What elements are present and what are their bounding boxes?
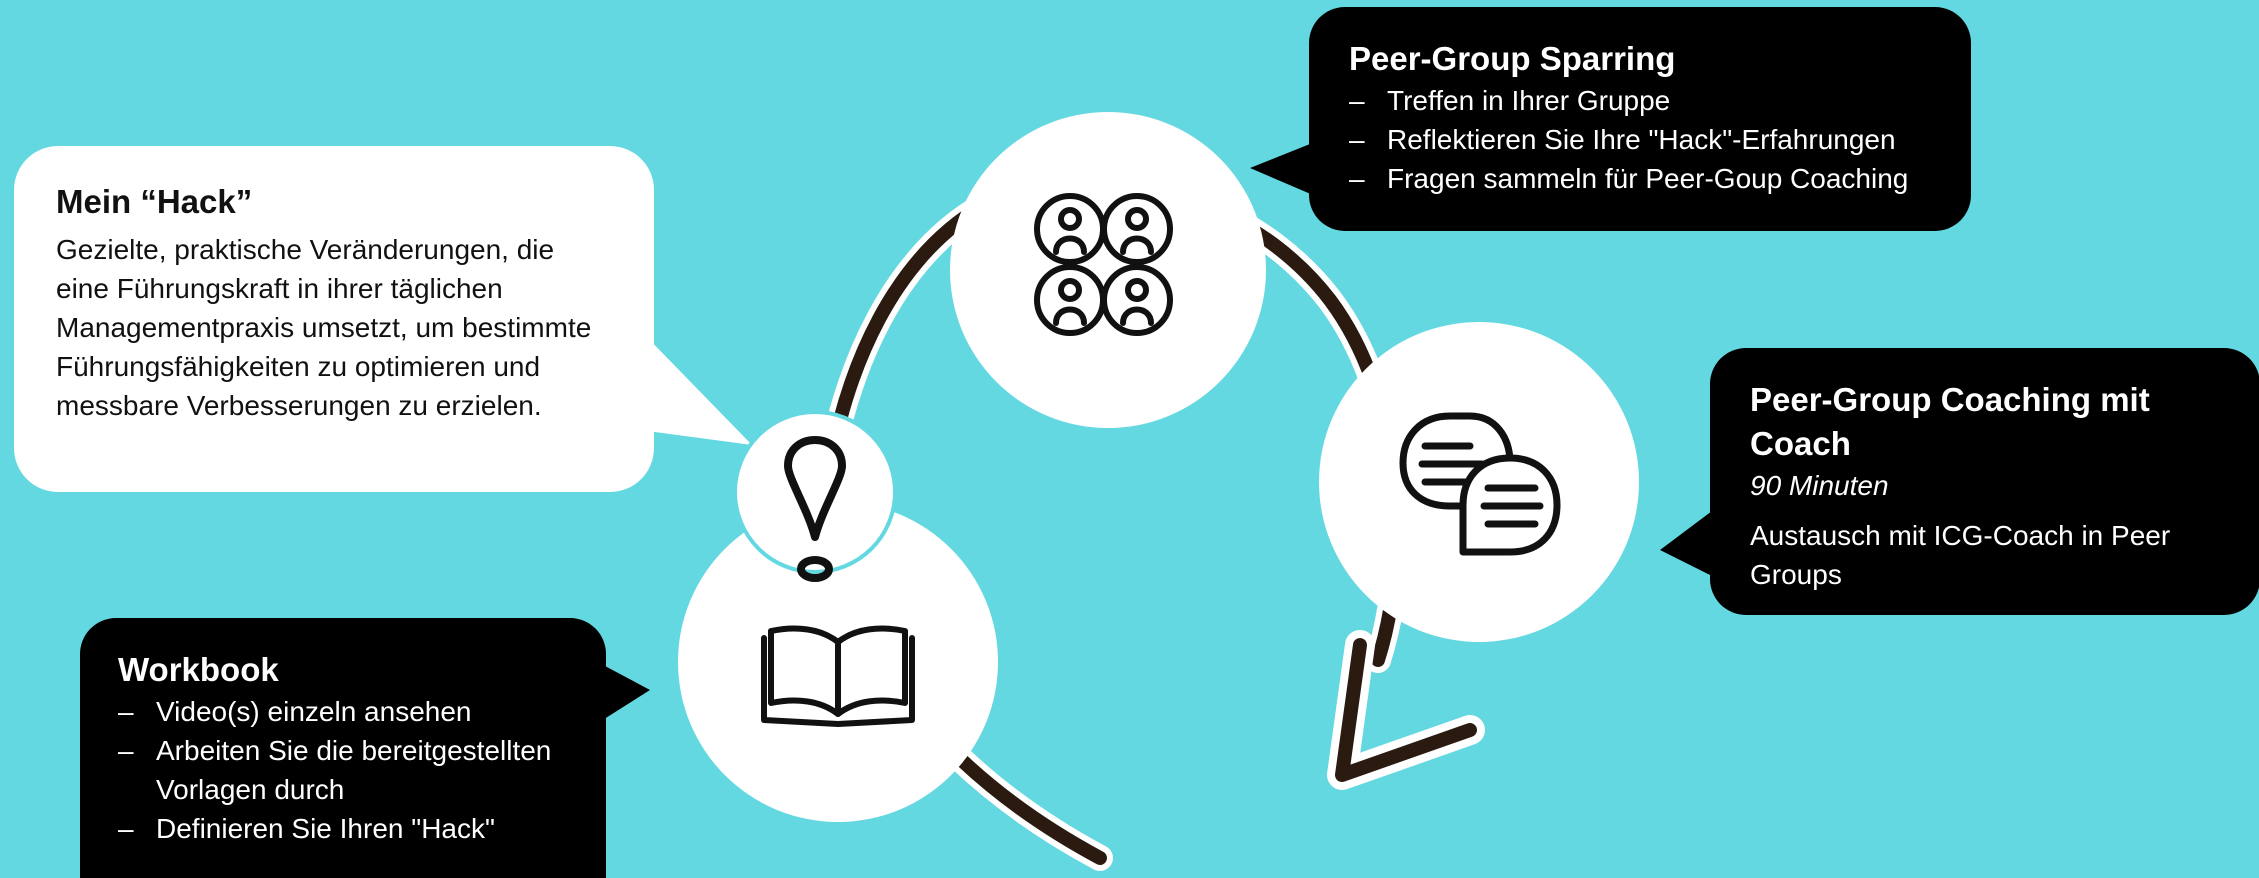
node-sparring [950, 112, 1266, 428]
coaching-callout-tail [1660, 505, 1720, 580]
sparring-callout: Peer-Group Sparring Treffen in Ihrer Gru… [1309, 7, 1971, 231]
list-item: Definieren Sie Ihren "Hack" [118, 809, 568, 848]
list-item: Reflektieren Sie Ihre "Hack"-Erfahrungen [1349, 120, 1931, 159]
arrowhead [1327, 630, 1485, 790]
group-people-icon [1034, 193, 1173, 336]
workbook-title: Workbook [118, 651, 279, 688]
node-workbook [678, 502, 998, 822]
workbook-list: Video(s) einzeln ansehen Arbeiten Sie di… [118, 692, 568, 848]
hack-callout: Mein “Hack” Gezielte, praktische Verände… [14, 146, 654, 492]
sparring-callout-tail [1250, 140, 1320, 198]
coaching-callout: Peer-Group Coaching mit Coach 90 Minuten… [1710, 348, 2259, 615]
list-item: Fragen sammeln für Peer-Goup Coaching [1349, 159, 1931, 198]
coaching-description: Austausch mit ICG-Coach in Peer Groups [1750, 520, 2171, 590]
node-coaching [1319, 322, 1639, 642]
node-hack [733, 410, 897, 582]
sparring-title: Peer-Group Sparring [1349, 40, 1676, 77]
list-item: Treffen in Ihrer Gruppe [1349, 81, 1931, 120]
exclamation-icon [784, 436, 846, 582]
hack-description: Gezielte, praktische Veränderungen, die … [56, 234, 592, 421]
open-book-icon [761, 625, 915, 727]
sparring-list: Treffen in Ihrer Gruppe Reflektieren Sie… [1349, 81, 1931, 198]
hack-title: Mein “Hack” [56, 183, 253, 220]
list-item: Arbeiten Sie die bereitgestellten Vorlag… [118, 731, 568, 809]
workbook-callout: Workbook Video(s) einzeln ansehen Arbeit… [80, 618, 606, 878]
coaching-title: Peer-Group Coaching mit Coach [1750, 381, 2150, 462]
coaching-duration: 90 Minuten [1750, 470, 1889, 501]
hack-callout-tail [640, 330, 752, 445]
list-item: Video(s) einzeln ansehen [118, 692, 568, 731]
chat-bubbles-icon [1399, 412, 1561, 556]
